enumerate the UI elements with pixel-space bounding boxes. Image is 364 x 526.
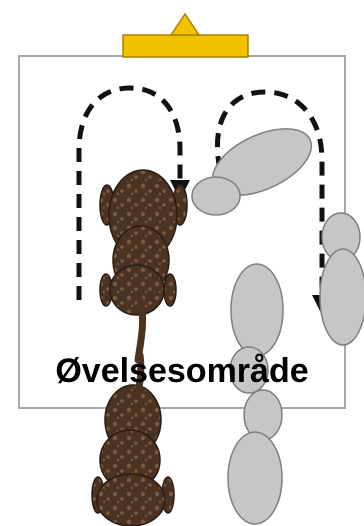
brown-dog-lower <box>91 351 175 526</box>
grey-dog-top <box>191 128 313 216</box>
grey-dog-center <box>227 263 284 525</box>
brown-dog-upper <box>99 169 188 364</box>
right-dashed-path-arrow <box>214 89 332 315</box>
training-area-box <box>18 55 346 409</box>
start-marker <box>122 12 249 58</box>
training-area-label: Øvelsesområde <box>55 352 308 390</box>
grey-dog-right <box>319 212 364 346</box>
left-dashed-path-arrow <box>76 85 190 300</box>
